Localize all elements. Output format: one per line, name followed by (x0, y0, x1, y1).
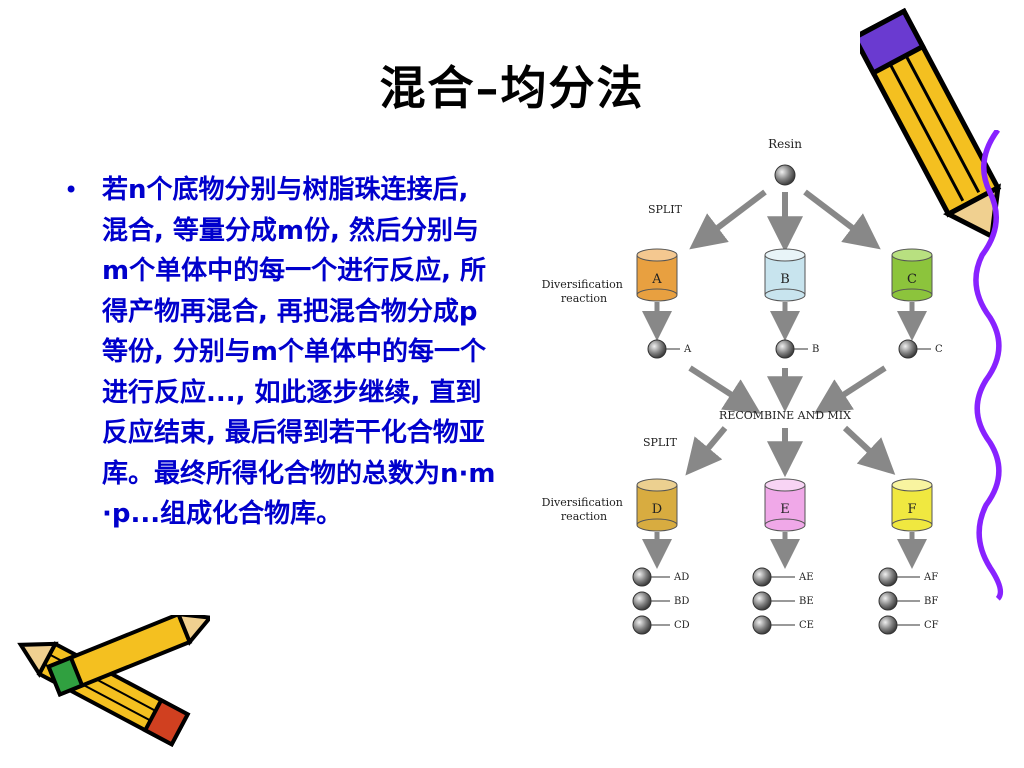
cylinder-b-label: B (780, 272, 790, 287)
product-c-label: C (935, 344, 943, 355)
diversification-label-2-line2: reaction (561, 510, 607, 523)
product-b-label: B (812, 344, 819, 355)
split2-arrow-f (842, 425, 896, 475)
diversification-label-1-line2: reaction (561, 292, 607, 305)
product-be: BE (752, 591, 814, 611)
product-bd-label: BD (674, 596, 689, 607)
split2-arrow-d (685, 426, 728, 476)
split-mix-diagram: Resin SPLIT Diversification reaction A B (542, 137, 943, 635)
product-ad: AD (632, 567, 689, 587)
recombine-arrow-c (813, 365, 887, 414)
cylinder-d-label: D (652, 502, 662, 517)
diversification-label-1-line1: Diversification (542, 278, 623, 291)
product-bd: BD (632, 591, 689, 611)
cylinder-c-label: C (907, 272, 917, 287)
product-cf: CF (878, 615, 939, 635)
slide-title: 混合–均分法 (379, 61, 645, 115)
recombine-label: RECOMBINE AND MIX (719, 409, 851, 422)
product-ae-label: AE (798, 572, 814, 583)
cylinder-d: D (636, 478, 678, 532)
split-arrow-a (689, 189, 767, 250)
split-label-1: SPLIT (648, 203, 683, 216)
product-af-label: AF (923, 572, 938, 583)
resin-bead (774, 164, 796, 186)
product-ad-label: AD (673, 572, 689, 583)
bullet-dot-icon: • (64, 176, 79, 204)
split-arrow-c (803, 189, 881, 250)
cylinder-c: C (891, 248, 933, 302)
split-label-2: SPLIT (643, 436, 678, 449)
product-cf-label: CF (924, 620, 939, 631)
resin-label: Resin (768, 137, 802, 151)
product-ce: CE (752, 615, 814, 635)
product-bf-label: BF (924, 596, 938, 607)
product-cd: CD (632, 615, 690, 635)
product-c: C (898, 339, 943, 359)
pencils-bottom-left-icon (17, 615, 210, 748)
product-cd-label: CD (674, 620, 690, 631)
cylinder-e-label: E (780, 502, 790, 517)
pencil-top-right-icon (860, 7, 1002, 241)
product-af: AF (878, 567, 938, 587)
cylinder-a-label: A (651, 272, 662, 287)
cylinder-f-label: F (907, 502, 916, 517)
product-b: B (775, 339, 819, 359)
product-bf: BF (878, 591, 938, 611)
product-be-label: BE (799, 596, 814, 607)
cylinder-a: A (636, 248, 678, 302)
squiggle-border-icon (973, 130, 1004, 601)
product-ae: AE (752, 567, 814, 587)
product-a-label: A (683, 344, 692, 355)
cylinder-e: E (764, 478, 806, 532)
diversification-label-2: Diversification reaction (542, 496, 627, 523)
product-a: A (647, 339, 692, 359)
product-ce-label: CE (799, 620, 814, 631)
cylinder-b: B (764, 248, 806, 302)
diversification-label-2-line1: Diversification (542, 496, 623, 509)
bullet-text: 若n个底物分别与树脂珠连接后, 混合, 等量分成m份, 然后分别与m个单体中的每… (102, 175, 496, 529)
recombine-arrow-a (688, 365, 762, 414)
diversification-label-1: Diversification reaction (542, 278, 627, 305)
cylinder-f: F (891, 478, 933, 532)
